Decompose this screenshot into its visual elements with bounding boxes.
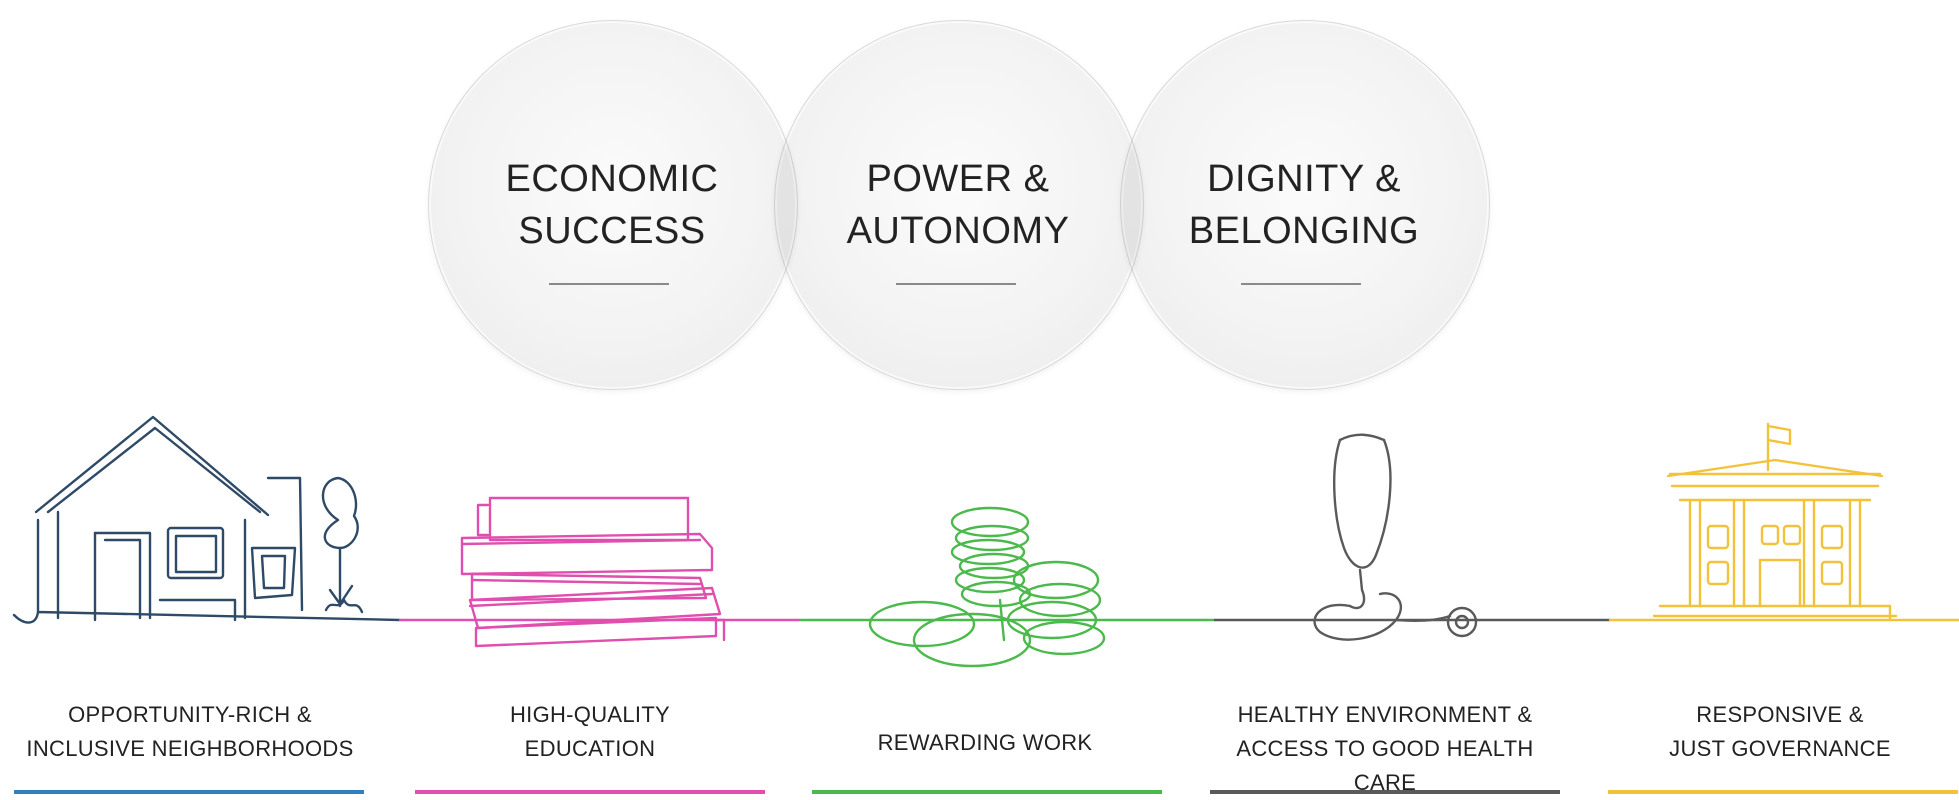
pillar-underline-governance: [1608, 790, 1958, 794]
pillar-underline-education: [415, 790, 765, 794]
outcome-divider: [896, 283, 1016, 285]
baseline-segment-house: [12, 518, 402, 624]
pillar-underline-health: [1210, 790, 1560, 794]
outcome-title-power-autonomy: POWER & AUTONOMY: [846, 158, 1070, 252]
outcome-circle-power-autonomy: [774, 20, 1144, 390]
house-icon: [34, 415, 364, 622]
outcome-divider: [549, 283, 669, 285]
pillar-underline-neighborhoods: [14, 790, 364, 794]
outcome-title-economic-success: ECONOMIC SUCCESS: [505, 158, 719, 252]
outcome-circle-dignity-belonging: [1120, 20, 1490, 390]
outcome-circle-economic-success: [428, 20, 798, 390]
coins-icon: [868, 506, 1106, 668]
pillar-underline-rewarding-work: [812, 790, 1162, 794]
stethoscope-icon: [1313, 433, 1478, 641]
government-building-icon: [1652, 422, 1898, 622]
pillar-label-education: HIGH-QUALITY EDUCATION: [509, 702, 671, 761]
pillar-label-health: HEALTHY ENVIRONMENT & ACCESS TO GOOD HEA…: [1236, 702, 1534, 795]
pillar-label-rewarding-work: REWARDING WORK: [877, 730, 1093, 755]
pillar-label-governance: RESPONSIVE & JUST GOVERNANCE: [1669, 702, 1891, 761]
outcome-divider: [1241, 283, 1361, 285]
books-icon: [460, 496, 726, 648]
pillar-label-neighborhoods: OPPORTUNITY-RICH & INCLUSIVE NEIGHBORHOO…: [26, 702, 354, 761]
outcome-title-dignity-belonging: DIGNITY & BELONGING: [1188, 158, 1420, 252]
